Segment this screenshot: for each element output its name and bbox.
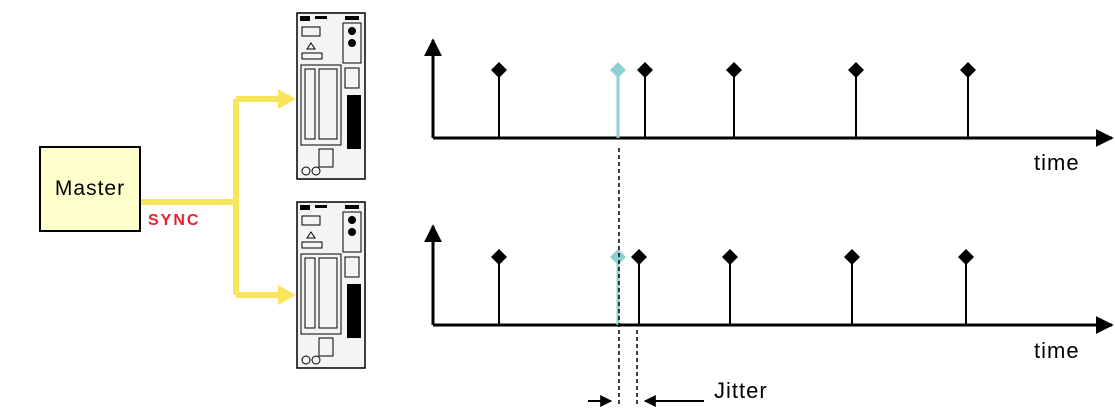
sync-line [141, 96, 280, 298]
sync-label: SYNC [148, 212, 201, 229]
time-axis-label-top: time [1034, 150, 1080, 175]
master-box: Master [39, 146, 141, 232]
pulse-markers-top [491, 62, 976, 78]
sync-arrowhead-bottom [278, 285, 296, 305]
pulses-bottom [498, 257, 967, 325]
servo-drive-icon [296, 12, 366, 180]
sync-arrowhead-top [278, 89, 296, 109]
master-label: Master [54, 177, 126, 200]
jitter-label: Jitter [714, 378, 768, 403]
timeline-top [424, 38, 1114, 147]
pulses-top [498, 70, 969, 138]
servo-drive-icon [296, 201, 366, 369]
timeline-bottom [424, 224, 1114, 334]
pulse-markers-bottom [491, 249, 974, 265]
reference-marker-bottom [610, 249, 626, 265]
time-axis-label-bottom: time [1034, 338, 1080, 363]
reference-marker-top [610, 62, 626, 78]
